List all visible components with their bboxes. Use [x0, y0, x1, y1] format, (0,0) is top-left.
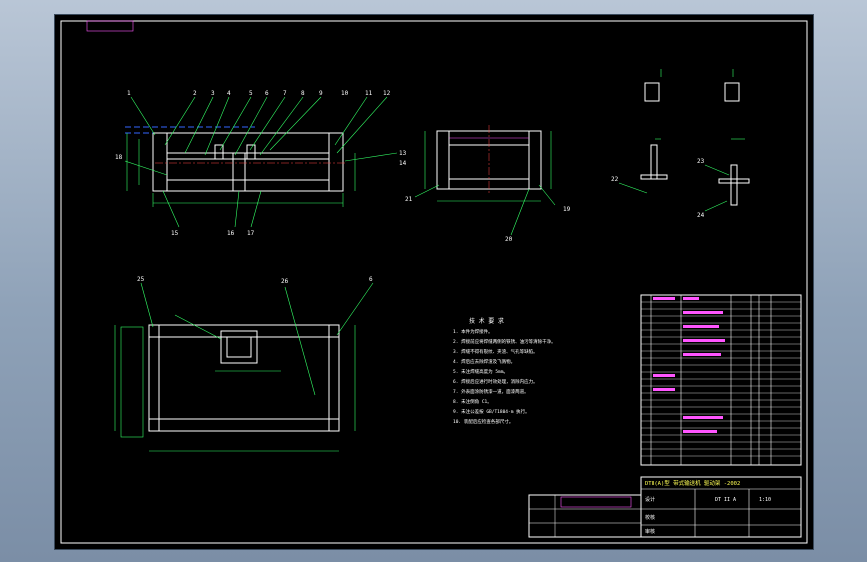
balloon-2: 2: [193, 90, 197, 97]
plan-view: [114, 282, 374, 452]
side-view: [414, 125, 556, 236]
cad-drawing: 1 2 3 4 5 6 7 8 9 10 11 12 13 14 15 16 1…: [60, 20, 808, 544]
technical-notes: 技 术 要 求 1. 本件为焊接件。 2. 焊接前应将焊缝两侧的铁锈、油污等清除…: [453, 317, 556, 425]
tech-note-10: 10. 装配后应检查各部尺寸。: [453, 418, 513, 425]
balloon-7: 7: [283, 90, 287, 97]
title-block-checker: 校核: [645, 514, 655, 521]
balloon-3: 3: [211, 90, 215, 97]
balloon-12: 12: [383, 90, 391, 97]
front-view: [124, 96, 398, 228]
balloon-18: 18: [115, 154, 123, 161]
balloon-4: 4: [227, 90, 231, 97]
balloon-21: 21: [405, 196, 413, 203]
tech-note-1: 1. 本件为焊接件。: [453, 328, 493, 335]
tech-note-4: 4. 焊后应去除焊渣及飞溅物。: [453, 358, 515, 365]
tech-notes-title: 技 术 要 求: [469, 317, 504, 325]
balloon-5: 5: [249, 90, 253, 97]
tech-note-5: 5. 未注焊缝高度为 5mm。: [453, 368, 508, 375]
title-block: [528, 476, 802, 538]
sheet-border: [60, 20, 808, 544]
title-block-approver: 审核: [645, 528, 655, 535]
balloon-19: 19: [563, 206, 571, 213]
tech-note-7: 7. 外表面涂防锈漆一道，面漆两道。: [453, 388, 529, 395]
tech-note-6: 6. 焊接后应进行时效处理，消除内应力。: [453, 378, 538, 385]
balloon-10: 10: [341, 90, 349, 97]
balloon-20: 20: [505, 236, 513, 243]
title-block-designer: 设计: [645, 496, 655, 503]
balloon-23: 23: [697, 158, 705, 165]
balloon-24: 24: [697, 212, 705, 219]
corner-tag-box: [86, 20, 134, 32]
balloon-15: 15: [171, 230, 179, 237]
tech-note-9: 9. 未注公差按 GB/T1804-m 执行。: [453, 408, 530, 415]
parts-list: [640, 294, 802, 466]
balloon-25: 25: [137, 276, 145, 283]
balloon-14: 14: [399, 160, 407, 167]
balloon-8: 8: [301, 90, 305, 97]
balloon-16: 16: [227, 230, 235, 237]
title-block-scale: 1:10: [759, 497, 771, 503]
tech-note-2: 2. 焊接前应将焊缝两侧的铁锈、油污等清除干净。: [453, 338, 556, 345]
balloon-13: 13: [399, 150, 407, 157]
title-block-drawing-no: DT II A: [715, 497, 736, 503]
balloon-22: 22: [611, 176, 619, 183]
detail-views: [618, 69, 750, 212]
balloon-17: 17: [247, 230, 255, 237]
title-block-project: DTⅡ(A)型 带式输送机 驱动架 -2002: [645, 479, 740, 487]
balloon-11: 11: [365, 90, 373, 97]
balloon-6: 6: [265, 90, 269, 97]
drawing-sheet: 1 2 3 4 5 6 7 8 9 10 11 12 13 14 15 16 1…: [54, 14, 814, 550]
balloon-1: 1: [127, 90, 131, 97]
tech-note-3: 3. 焊缝不得有裂纹、夹渣、气孔等缺陷。: [453, 348, 538, 355]
tech-note-8: 8. 未注倒角 C1。: [453, 398, 492, 405]
balloon-plan-6: 6: [369, 276, 373, 283]
balloon-26: 26: [281, 278, 289, 285]
balloon-9: 9: [319, 90, 323, 97]
